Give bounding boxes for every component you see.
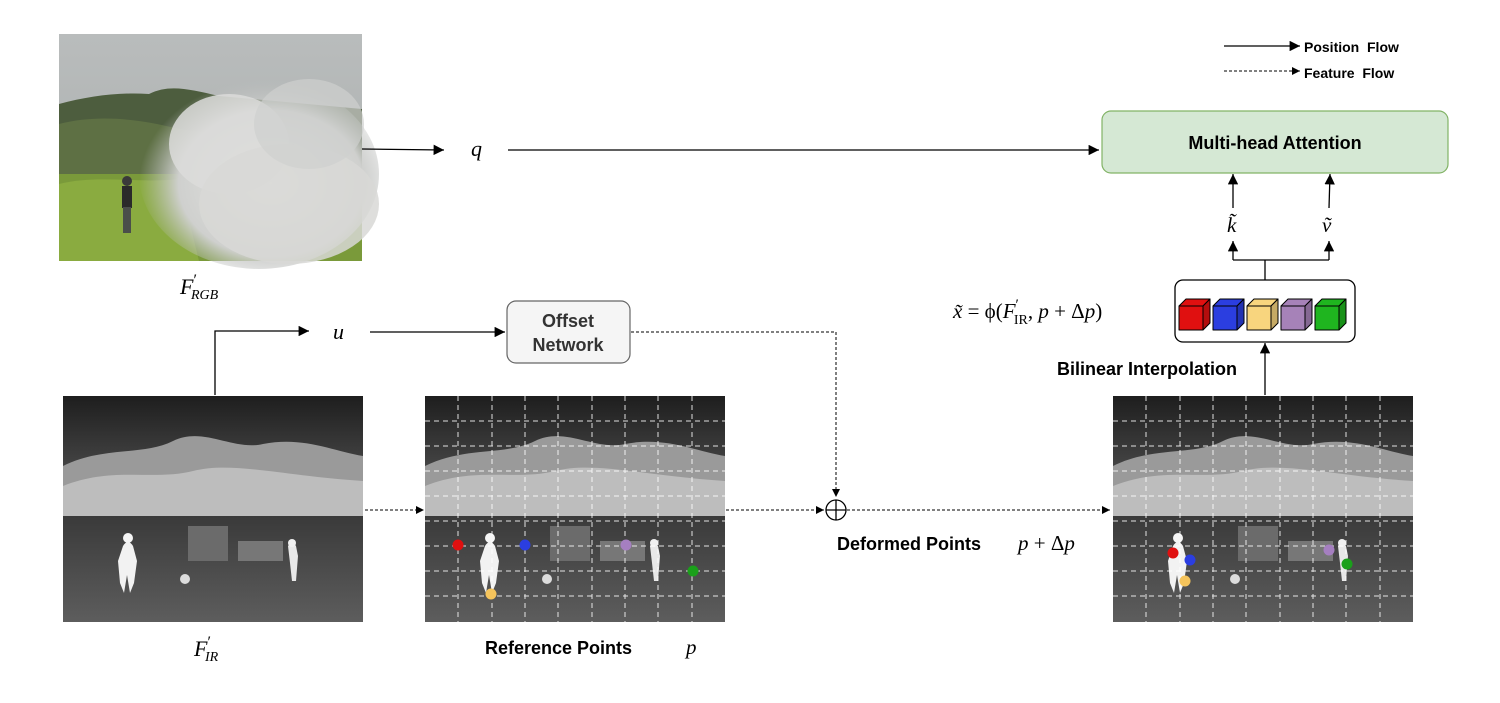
deformed-points-label: Deformed Points bbox=[837, 534, 981, 554]
feature-cube-blue bbox=[1212, 298, 1245, 331]
offset-network-label-line1: Offset bbox=[542, 311, 594, 331]
feature-cube-red bbox=[1178, 298, 1211, 331]
x-tilde-formula: x̃ = ϕ(F′IR, p + Δp) bbox=[952, 297, 1102, 328]
ir-to-u-connector bbox=[214, 325, 309, 395]
offset-network-block: Offset Network bbox=[506, 300, 631, 364]
f-rgb-label: F′RGB bbox=[179, 272, 219, 303]
deformed-formula: p + Δp bbox=[1016, 531, 1075, 555]
deformed-point-yellow bbox=[1179, 575, 1191, 587]
legend: Position Flow Feature Flow bbox=[1224, 39, 1399, 81]
reference-points-label: Reference Points bbox=[485, 638, 632, 658]
position-flow-label: Position Flow bbox=[1304, 39, 1399, 55]
k-tilde-label: k̃ bbox=[1227, 213, 1237, 237]
reference-point-purple bbox=[620, 539, 632, 551]
v-to-attention-arrow bbox=[1324, 173, 1335, 209]
multi-head-attention-block: Multi-head Attention bbox=[1101, 110, 1449, 174]
offset-network-box bbox=[506, 300, 631, 364]
reference-points-image bbox=[424, 395, 726, 623]
deformed-point-blue bbox=[1184, 554, 1196, 566]
multi-head-attention-label: Multi-head Attention bbox=[1188, 133, 1361, 153]
reference-point-green bbox=[687, 565, 699, 577]
feature-flow-label: Feature Flow bbox=[1304, 65, 1394, 81]
f-ir-label: F′IR bbox=[193, 634, 219, 665]
rgb-image bbox=[59, 34, 379, 269]
offset-to-sum-connector bbox=[631, 331, 840, 497]
u-label: u bbox=[333, 319, 344, 344]
reference-point-blue bbox=[519, 539, 531, 551]
multi-head-attention-box bbox=[1101, 110, 1449, 174]
v-tilde-label: ṽ bbox=[1322, 213, 1332, 237]
deformed-point-green bbox=[1341, 558, 1353, 570]
reference-p-label: p bbox=[684, 635, 697, 659]
reference-point-red bbox=[452, 539, 464, 551]
deformed-point-purple bbox=[1323, 544, 1335, 556]
rgb-to-q-arrow bbox=[361, 144, 445, 156]
offset-network-label-line2: Network bbox=[532, 335, 604, 355]
bilinear-interpolation-label: Bilinear Interpolation bbox=[1057, 359, 1237, 379]
feature-cube-yellow bbox=[1246, 298, 1279, 331]
feature-cube-purple bbox=[1280, 298, 1313, 331]
ir-image bbox=[63, 396, 363, 622]
sampled-features-box bbox=[1174, 279, 1356, 343]
sum-operator bbox=[825, 499, 847, 521]
deformed-point-red bbox=[1167, 547, 1179, 559]
q-label: q bbox=[471, 136, 482, 161]
kv-split-connector bbox=[1227, 241, 1335, 280]
reference-point-yellow bbox=[485, 588, 497, 600]
deformed-points-image bbox=[1112, 395, 1414, 623]
feature-cube-green bbox=[1314, 298, 1347, 331]
